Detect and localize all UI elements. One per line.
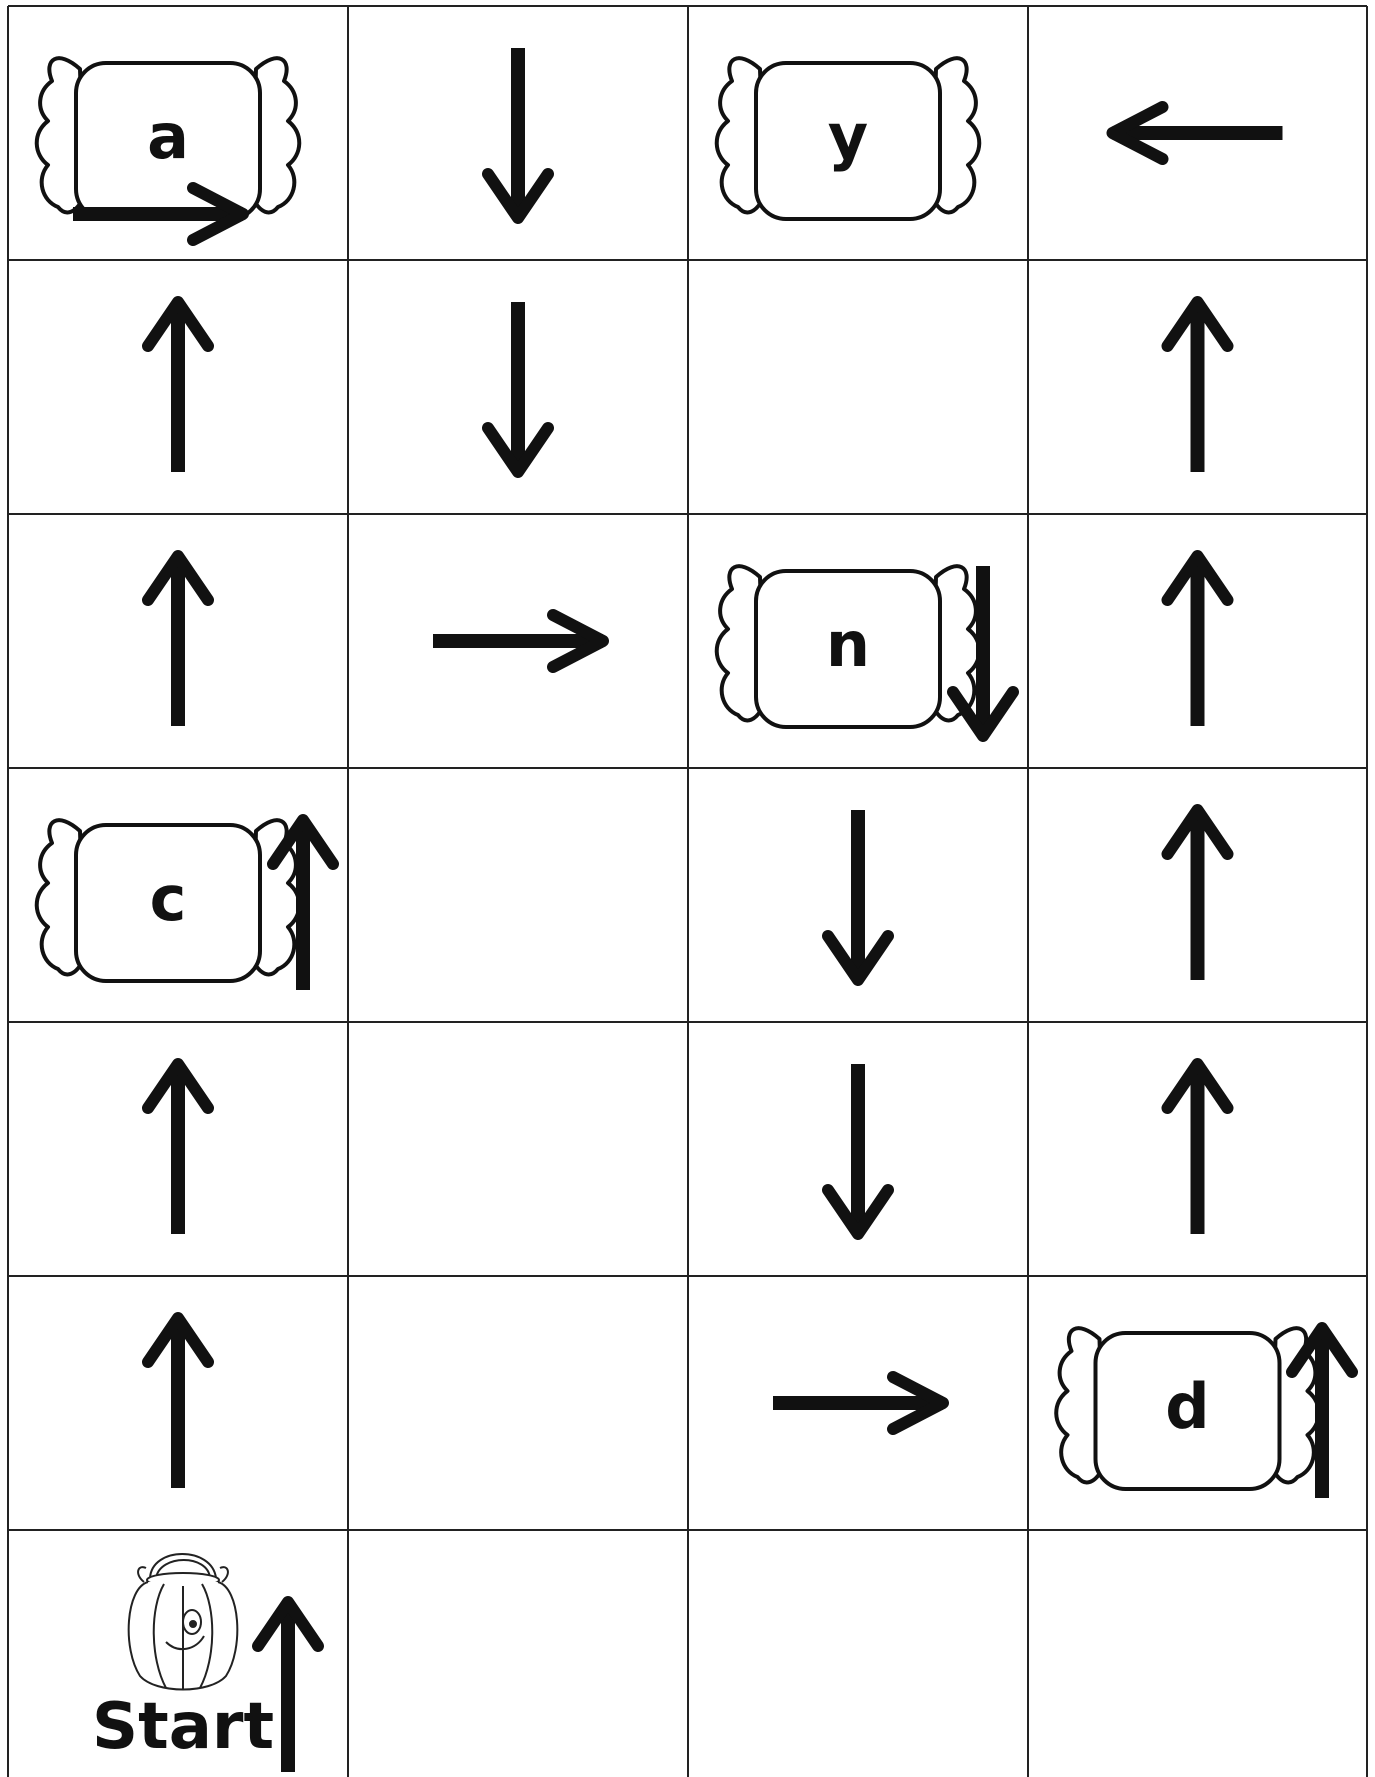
cell-graphics xyxy=(348,768,688,1022)
grid-cell-r6-c4: d xyxy=(1028,1276,1367,1530)
pumpkin-bucket-icon xyxy=(129,1554,238,1690)
grid-cell-r5-c2 xyxy=(348,1022,688,1276)
cell-graphics xyxy=(8,1022,348,1276)
cell-graphics xyxy=(8,514,348,768)
arrow-up-icon xyxy=(273,820,333,990)
arrow-up-icon xyxy=(148,302,208,472)
grid-cell-r1-c1: a xyxy=(8,6,348,260)
arrow-up-icon xyxy=(1292,1328,1352,1498)
candy-letter: y xyxy=(828,100,868,173)
arrow-left-icon xyxy=(1113,107,1283,159)
grid-cell-r2-c2 xyxy=(348,260,688,514)
cell-graphics xyxy=(1028,1530,1367,1777)
cell-graphics xyxy=(1028,260,1367,514)
cell-graphics xyxy=(348,1022,688,1276)
cell-graphics xyxy=(688,260,1028,514)
arrow-up-icon xyxy=(1168,1064,1228,1234)
cell-graphics: d xyxy=(1028,1276,1367,1530)
cell-graphics: n xyxy=(688,514,1028,768)
cell-graphics xyxy=(688,768,1028,1022)
grid-cell-r4-c4 xyxy=(1028,768,1367,1022)
grid-cell-r6-c3 xyxy=(688,1276,1028,1530)
cell-graphics xyxy=(1028,6,1367,260)
arrow-up-icon xyxy=(1168,810,1228,980)
arrow-up-icon xyxy=(148,1064,208,1234)
arrow-up-icon xyxy=(148,1318,208,1488)
cell-graphics xyxy=(8,260,348,514)
grid-cell-r4-c3 xyxy=(688,768,1028,1022)
grid-cell-r5-c3 xyxy=(688,1022,1028,1276)
cell-graphics xyxy=(348,1530,688,1777)
cell-graphics xyxy=(1028,768,1367,1022)
cell-graphics xyxy=(8,1276,348,1530)
arrow-right-icon xyxy=(433,615,603,667)
cell-graphics xyxy=(688,1530,1028,1777)
grid-cell-r7-c1: Start xyxy=(8,1530,348,1777)
grid-cell-r1-c2 xyxy=(348,6,688,260)
cell-graphics xyxy=(348,514,688,768)
cell-graphics xyxy=(348,1276,688,1530)
arrow-down-icon xyxy=(828,1064,888,1234)
arrow-right-icon xyxy=(773,1377,943,1429)
arrow-up-icon xyxy=(148,556,208,726)
grid-cell-r7-c2 xyxy=(348,1530,688,1777)
grid-cell-r3-c2 xyxy=(348,514,688,768)
grid-cell-r5-c4 xyxy=(1028,1022,1367,1276)
cell-graphics xyxy=(1028,514,1367,768)
arrow-up-icon xyxy=(1168,302,1228,472)
candy-letter: c xyxy=(150,862,187,935)
arrow-down-icon xyxy=(828,810,888,980)
arrow-down-icon xyxy=(953,566,1013,736)
cell-graphics xyxy=(688,1022,1028,1276)
arrow-down-icon xyxy=(488,48,548,218)
cell-graphics: c xyxy=(8,768,348,1022)
cell-graphics xyxy=(688,1276,1028,1530)
grid-cell-r7-c4 xyxy=(1028,1530,1367,1777)
cell-graphics xyxy=(348,260,688,514)
grid-cell-r3-c4 xyxy=(1028,514,1367,768)
grid-cell-r4-c2 xyxy=(348,768,688,1022)
cell-graphics xyxy=(1028,1022,1367,1276)
grid-cell-r7-c3 xyxy=(688,1530,1028,1777)
grid-cell-r3-c1 xyxy=(8,514,348,768)
grid-cell-r2-c4 xyxy=(1028,260,1367,514)
grid-cell-r1-c3: y xyxy=(688,6,1028,260)
grid-cell-r6-c2 xyxy=(348,1276,688,1530)
candy-letter: d xyxy=(1165,1370,1209,1443)
candy-letter: n xyxy=(826,608,870,681)
arrow-down-icon xyxy=(488,302,548,472)
arrow-up-icon xyxy=(258,1602,318,1772)
cell-graphics xyxy=(348,6,688,260)
arrow-up-icon xyxy=(1168,556,1228,726)
grid-cell-r2-c1 xyxy=(8,260,348,514)
cell-graphics xyxy=(8,1530,348,1777)
cell-graphics: a xyxy=(8,6,348,260)
grid-cell-r4-c1: c xyxy=(8,768,348,1022)
grid-cell-r5-c1 xyxy=(8,1022,348,1276)
candy-letter: a xyxy=(147,100,189,173)
grid-cell-r1-c4 xyxy=(1028,6,1367,260)
cell-graphics: y xyxy=(688,6,1028,260)
grid-cell-r3-c3: n xyxy=(688,514,1028,768)
grid-cell-r6-c1 xyxy=(8,1276,348,1530)
grid-cell-r2-c3 xyxy=(688,260,1028,514)
